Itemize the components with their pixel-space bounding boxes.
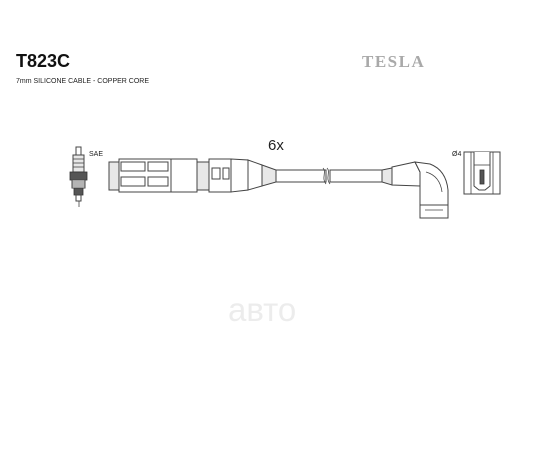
quantity-label: 6x [268,137,284,154]
part-number: T823C [16,51,70,71]
watermark: авто [228,291,296,328]
coil-cap-icon [463,151,501,195]
watermark-text: авто [228,291,296,328]
angled-boot-connector [381,161,449,219]
coil-label: Ø4 [452,151,461,158]
ignition-cable [275,167,383,185]
cable-spec: 7mm SILICONE CABLE - COPPER CORE [16,78,149,85]
straight-boot-connector [108,158,277,193]
spark-plug-icon [69,146,88,207]
brand-logo: TESLA [362,52,425,71]
spark-plug-label: SAE [89,151,103,158]
